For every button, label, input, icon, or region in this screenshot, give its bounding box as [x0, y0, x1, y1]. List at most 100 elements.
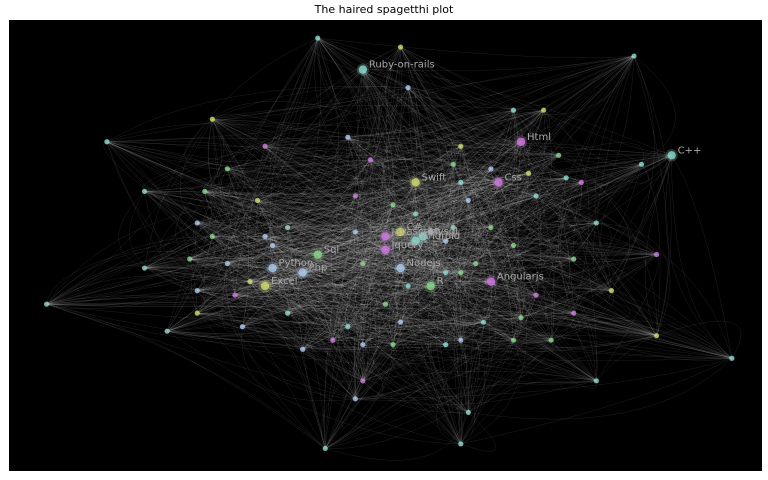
graph-node — [458, 143, 464, 149]
graph-edge — [355, 195, 416, 269]
graph-edge — [392, 227, 454, 294]
graph-edge — [144, 191, 446, 345]
graph-edge — [493, 173, 529, 341]
graph-edge — [483, 321, 597, 389]
graph-edge — [272, 267, 469, 413]
graph-edge — [302, 303, 386, 350]
graph-edge — [234, 285, 431, 302]
graph-edge — [242, 240, 446, 327]
graph-edge — [249, 266, 401, 282]
graph-edge — [385, 141, 522, 251]
graph-edge — [494, 141, 552, 341]
graph-edge — [264, 236, 461, 445]
graph-edge — [317, 37, 612, 291]
graph-edge — [481, 141, 522, 170]
graph-edge — [302, 272, 514, 341]
graph-edge — [234, 245, 514, 296]
graph-edge — [400, 46, 672, 156]
graph-edge — [242, 109, 514, 327]
graph-node — [352, 229, 358, 235]
graph-edge — [468, 263, 514, 341]
graph-edge — [144, 267, 401, 323]
graph-edge — [144, 182, 416, 269]
graph-edge — [287, 245, 514, 314]
graph-edge — [325, 321, 484, 449]
graph-edge — [611, 55, 655, 291]
graph-edge — [264, 245, 348, 327]
graph-edge — [355, 204, 394, 399]
graph-edge — [347, 326, 657, 352]
graph-edge — [517, 173, 537, 296]
graph-edge — [106, 141, 537, 197]
graph-edge — [385, 249, 492, 282]
graph-edge — [287, 109, 514, 228]
graph-edge — [144, 191, 215, 269]
graph-edge — [355, 340, 552, 401]
graph-edge — [242, 326, 364, 381]
graph-edge — [332, 227, 454, 341]
graph-edge — [167, 182, 461, 332]
graph-edge — [346, 137, 469, 203]
graph-edge — [189, 258, 356, 400]
graph-node — [381, 245, 390, 255]
graph-edge — [332, 200, 469, 341]
graph-edge — [407, 87, 431, 287]
graph-edge — [392, 258, 574, 345]
graph-edge — [362, 69, 567, 179]
graph-edge — [520, 164, 642, 318]
graph-edge — [362, 69, 642, 165]
graph-edge — [403, 286, 461, 342]
graph-edge — [355, 195, 410, 305]
graph-edge — [490, 173, 529, 229]
graph-edge — [415, 236, 514, 268]
graph-edge — [227, 146, 529, 174]
graph-edge — [189, 200, 469, 260]
graph-edge — [458, 312, 574, 444]
graph-edge — [264, 267, 356, 400]
graph-edge — [272, 245, 462, 445]
graph-edge — [440, 110, 544, 273]
graph-edge — [347, 137, 463, 444]
graph-edge — [400, 173, 529, 269]
graph-edge — [317, 222, 597, 255]
graph-edge — [144, 267, 491, 288]
graph-edge — [362, 281, 493, 382]
graph-edge — [415, 182, 462, 341]
graph-edge — [46, 250, 228, 305]
graph-edge — [415, 240, 552, 341]
graph-edge — [633, 56, 669, 336]
graph-edge — [415, 182, 466, 345]
graph-edge — [460, 182, 574, 314]
graph-edge — [144, 191, 356, 198]
graph-edge — [227, 155, 672, 264]
graph-edge — [227, 204, 394, 264]
graph-edge — [189, 181, 499, 260]
graph-edge — [362, 155, 559, 345]
graph-edge — [287, 227, 394, 345]
node-label: C++ — [678, 145, 702, 156]
graph-edge — [227, 168, 514, 341]
graph-edge — [257, 147, 559, 201]
graph-edge — [393, 204, 657, 336]
graph-edge — [362, 182, 582, 382]
graph-edge — [46, 294, 537, 308]
graph-edge — [415, 182, 454, 228]
graph-edge — [106, 141, 552, 341]
graph-edge — [287, 239, 416, 314]
graph-edge — [407, 87, 456, 237]
graph-edge — [106, 141, 582, 186]
graph-edge — [197, 177, 582, 224]
graph-edge — [302, 349, 469, 414]
graph-edge — [422, 182, 462, 243]
graph-edge — [346, 239, 416, 327]
graph-node — [367, 157, 374, 163]
graph-edge — [362, 322, 732, 359]
graph-edge — [385, 55, 635, 251]
graph-edge — [227, 146, 461, 264]
graph-edge — [452, 164, 484, 323]
graph-edge — [375, 229, 409, 287]
graph-edge — [325, 412, 469, 461]
graph-edge — [317, 37, 462, 341]
graph-edge — [456, 146, 462, 444]
graph-edge — [106, 141, 364, 345]
